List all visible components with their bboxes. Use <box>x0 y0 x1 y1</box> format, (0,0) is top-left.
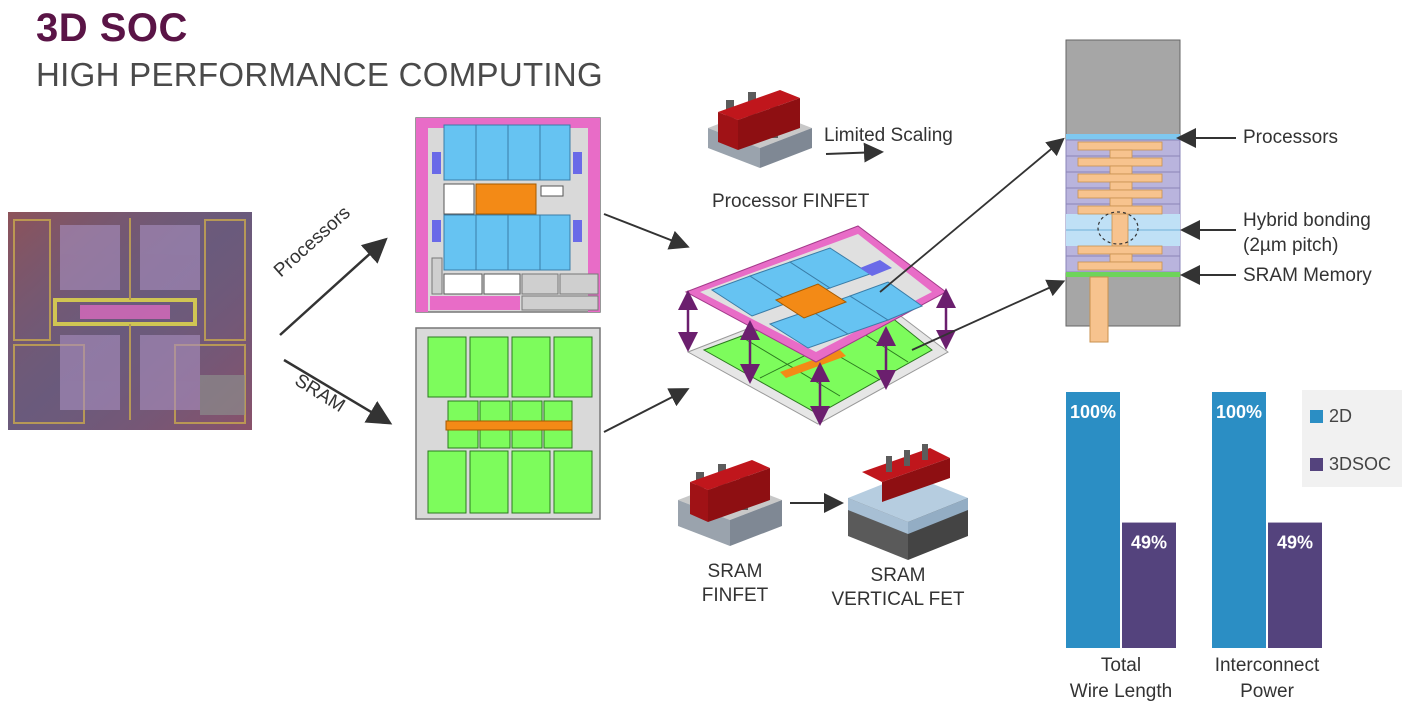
stacked-3d-soc <box>678 225 956 426</box>
sram-finfet-device <box>678 460 782 546</box>
page-title: 3D SOC <box>36 6 188 50</box>
limited-scaling-arrow <box>825 142 884 163</box>
bar-2d-0 <box>1066 392 1120 648</box>
hybrid-bonding-line1: Hybrid bonding <box>1243 210 1371 231</box>
processor-floorplan <box>415 117 601 313</box>
sram-finfet-label: SRAM FINFET <box>690 560 780 608</box>
sram-vfet-line2: VERTICAL FET <box>831 589 965 610</box>
sram-arrow <box>283 358 393 425</box>
die-photo <box>8 212 252 430</box>
bar-label-3dsoc-0: 49% <box>1131 533 1167 553</box>
limited-scaling-label: Limited Scaling <box>824 125 953 146</box>
legend-swatch-3dsoc <box>1310 458 1323 471</box>
bar-label-3dsoc-1: 49% <box>1277 533 1313 553</box>
bar-3dsoc-0 <box>1122 522 1176 648</box>
hybrid-bonding-label: Hybrid bonding (2µm pitch) <box>1243 208 1371 258</box>
sram-vfet-device <box>848 444 968 560</box>
stack-to-sram-layer-arrow <box>911 279 1066 351</box>
legend-item-2d: 2D <box>1310 406 1352 427</box>
sram-to-stack-arrow <box>603 388 690 433</box>
processors-arrow <box>279 237 388 336</box>
legend-label-2d: 2D <box>1329 406 1353 426</box>
stack-cross-section <box>1065 39 1181 343</box>
category-label-0-1: Wire Length <box>1070 681 1172 702</box>
bar-3dsoc-1 <box>1268 522 1322 648</box>
sram-vfet-line1: SRAM <box>870 565 926 586</box>
sram-finfet-line1: SRAM <box>707 561 763 582</box>
processor-to-stack-arrow <box>603 213 690 250</box>
stack-processors-label: Processors <box>1243 127 1339 148</box>
sram-memory-label: SRAM Memory <box>1243 265 1372 286</box>
bar-2d-1 <box>1212 392 1266 648</box>
category-label-1-1: Power <box>1240 681 1295 702</box>
stack-to-processor-layer-arrow <box>879 137 1065 293</box>
category-label-1-0: Interconnect <box>1215 655 1320 676</box>
bar-label-2d-1: 100% <box>1216 402 1262 422</box>
sram-floorplan <box>415 327 601 520</box>
legend-item-3dsoc: 3DSOC <box>1310 454 1391 475</box>
chart-legend: 2D 3DSOC <box>1302 390 1402 487</box>
hybrid-bonding-line2: (2µm pitch) <box>1243 235 1339 256</box>
page-subtitle: HIGH PERFORMANCE COMPUTING <box>36 56 603 93</box>
legend-label-3dsoc: 3DSOC <box>1329 454 1392 474</box>
category-label-0-0: Total <box>1101 655 1141 676</box>
bar-label-2d-0: 100% <box>1070 402 1116 422</box>
legend-swatch-2d <box>1310 410 1323 423</box>
processor-finfet-label: Processor FINFET <box>712 191 870 212</box>
processor-finfet-device <box>708 90 812 168</box>
sram-finfet-line2: FINFET <box>701 585 769 606</box>
sram-vfet-label: SRAM VERTICAL FET <box>828 564 968 612</box>
